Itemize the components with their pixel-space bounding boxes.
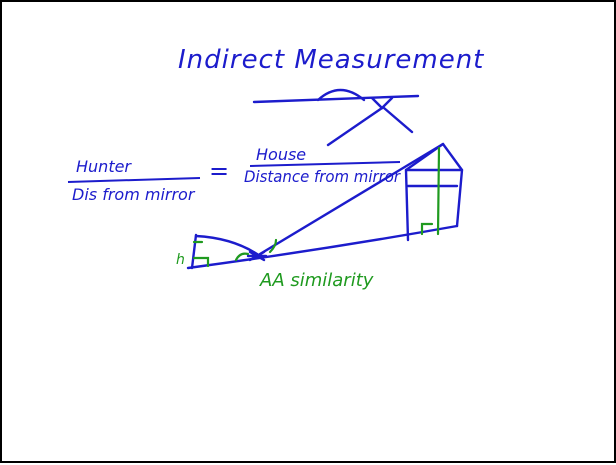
- ground-line: [186, 224, 459, 270]
- mirror-sketch: [252, 88, 420, 147]
- house-outline: [404, 142, 464, 242]
- hunter-line: [190, 233, 198, 270]
- hunter-right-angle: [192, 256, 210, 268]
- mirror-arc: [316, 88, 366, 102]
- hunter-sight-line: [194, 234, 262, 258]
- ratio-right-denominator: Distance from mirror: [244, 167, 401, 186]
- ratio-equals: =: [209, 157, 229, 185]
- reflected-sight-line: [258, 142, 445, 256]
- aa-similarity-label: AA similarity: [259, 270, 374, 291]
- ratio-left-denominator: Dis from mirror: [72, 185, 196, 204]
- ratio-left-bar: [67, 177, 201, 183]
- house-height-line: [436, 146, 441, 236]
- house-right-angle: [420, 222, 434, 236]
- ratio-right-bar: [249, 161, 401, 167]
- hunter-height-label: h: [176, 252, 185, 268]
- ratio-right-numerator: House: [256, 145, 306, 164]
- mirror-line: [252, 94, 420, 104]
- mirror-vertex: [370, 96, 394, 110]
- incident-ray: [326, 106, 384, 147]
- ratio-left-numerator: Hunter: [76, 157, 132, 176]
- angle-annotations: [192, 146, 441, 268]
- reflected-ray: [382, 106, 414, 134]
- title-text: Indirect Measurement: [178, 45, 484, 75]
- mirror-angle-right: [268, 238, 278, 254]
- mirror-angle-left: [234, 252, 250, 262]
